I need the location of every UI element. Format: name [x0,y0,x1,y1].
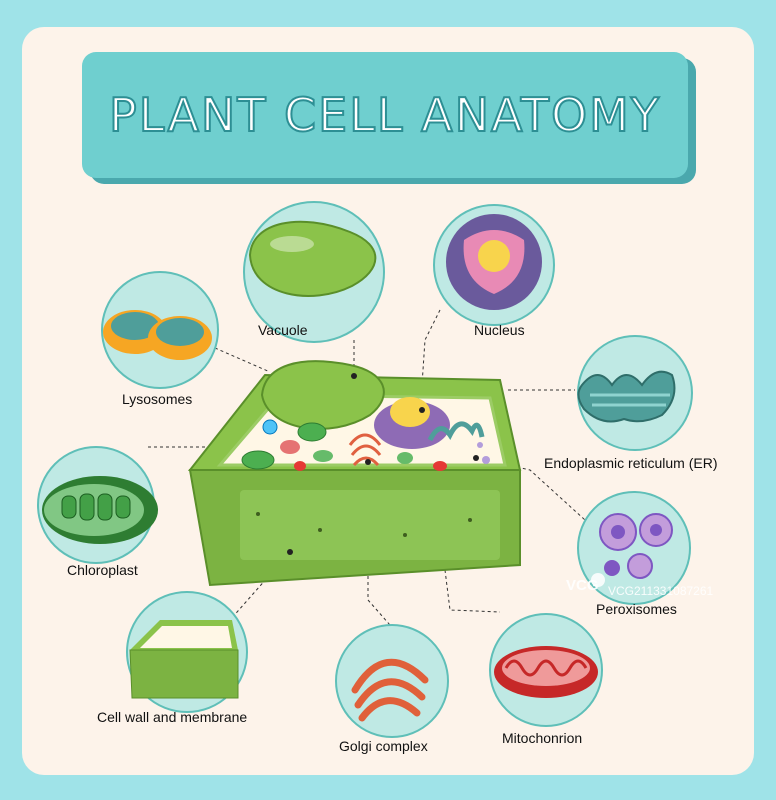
label-chloroplast: Chloroplast [67,562,138,578]
page-title: PLANT CELL ANATOMY [108,87,661,143]
mitochondrion-illustration [494,646,598,698]
label-vacuole: Vacuole [258,322,308,338]
nucleus-illustration [446,214,542,310]
label-mitochondrion: Mitochonrion [502,730,583,746]
watermark-brand: VCG [566,577,599,594]
cell-illustration [187,360,522,587]
label-golgi: Golgi complex [339,738,428,754]
label-er: Endoplasmic reticulum (ER) [544,455,718,471]
watermark-id: VCG211331087261 [608,584,714,598]
label-cell-wall: Cell wall and membrane [97,709,248,725]
cell-wall-illustration [129,620,239,699]
er-illustration [577,370,676,423]
chloroplast-illustration [42,476,158,544]
label-lysosomes: Lysosomes [122,391,193,407]
golgi-illustration [351,658,429,722]
vacuole-illustration [248,220,377,297]
label-peroxisomes: Peroxisomes [596,601,677,617]
title-banner: PLANT CELL ANATOMY [82,52,688,178]
peroxisomes-illustration [599,513,673,579]
lysosomes-illustration [103,310,212,360]
watermark-logo [591,573,605,587]
label-nucleus: Nucleus [474,322,525,338]
